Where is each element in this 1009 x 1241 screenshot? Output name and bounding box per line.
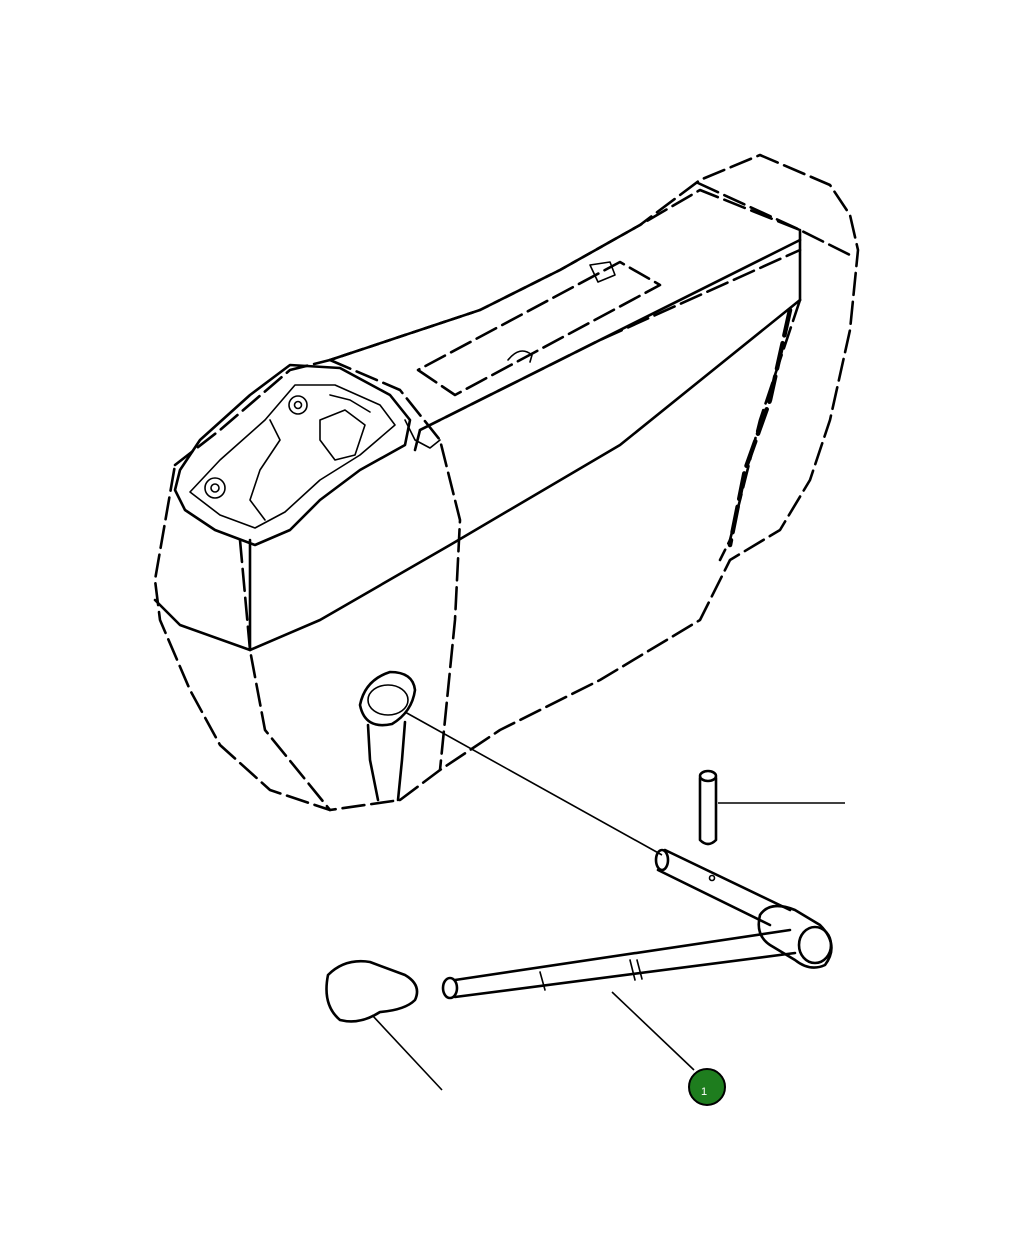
crank-handle-part bbox=[404, 711, 833, 1071]
callout-1-bubble[interactable] bbox=[688, 1068, 726, 1106]
pin-part bbox=[698, 769, 845, 846]
callout-1[interactable]: 1 bbox=[688, 1068, 726, 1106]
handle-knob-part bbox=[325, 960, 443, 1091]
callout-1-label: 1 bbox=[701, 1086, 707, 1098]
console-assembly bbox=[153, 153, 860, 812]
